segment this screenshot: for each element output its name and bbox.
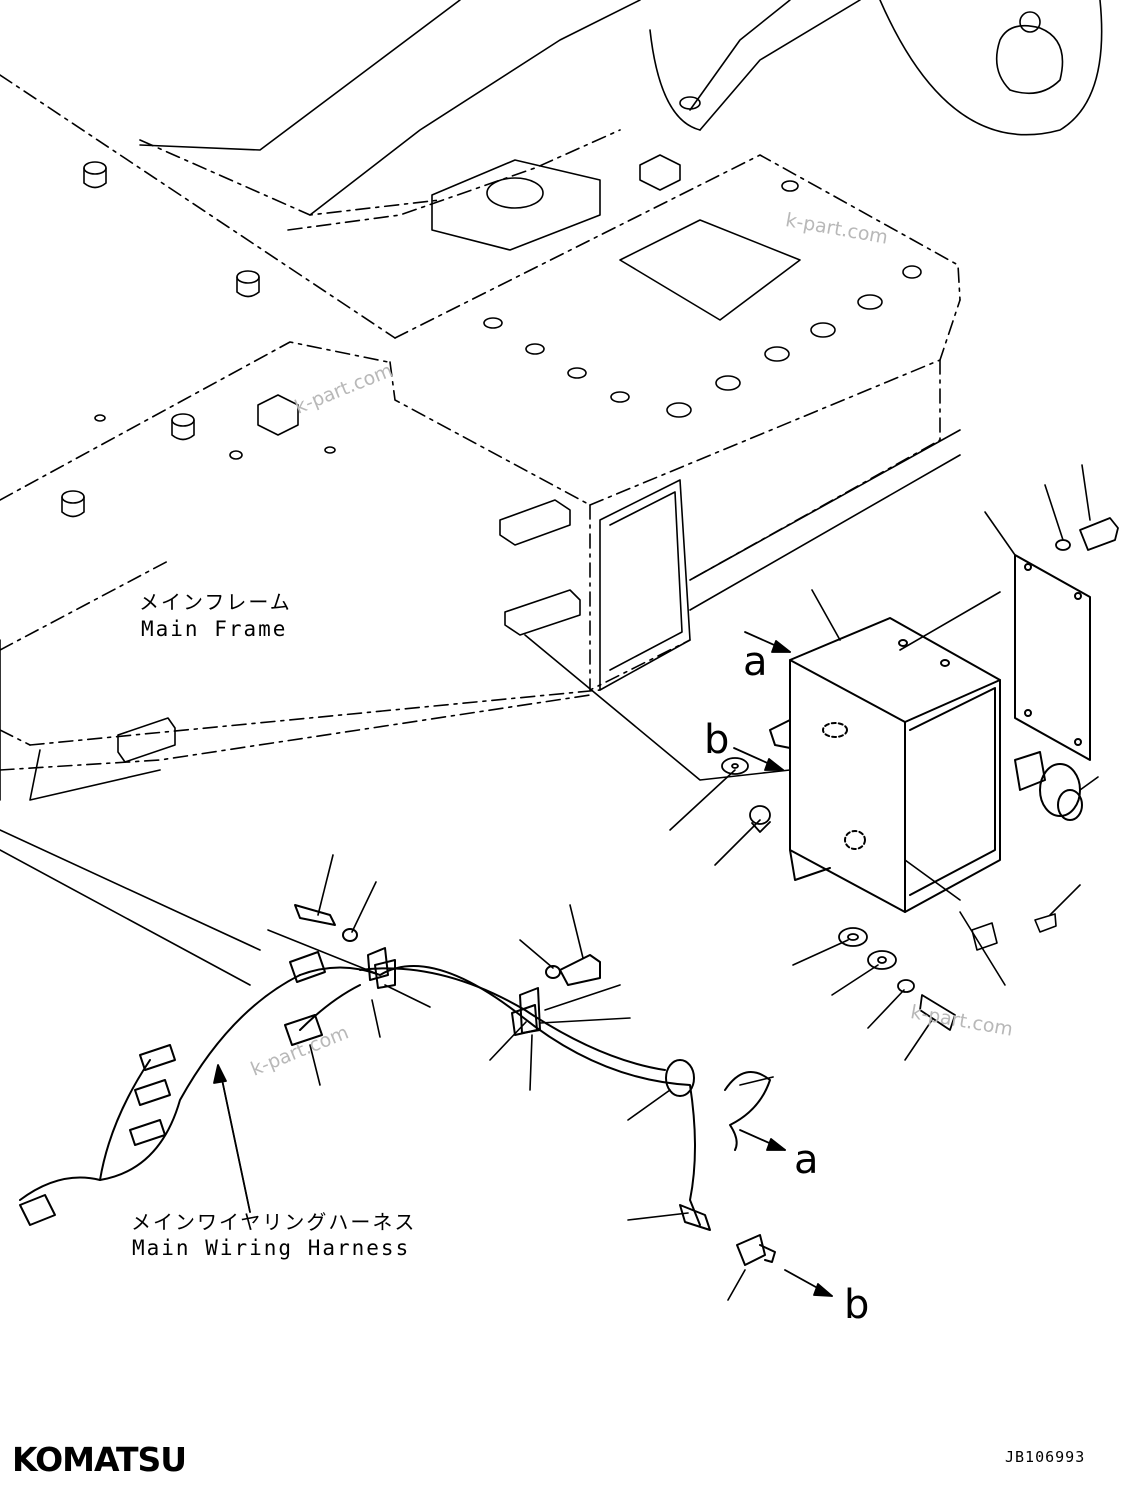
label-plate xyxy=(971,922,998,951)
main-frame-outline xyxy=(0,74,961,771)
callout-a-box: a xyxy=(743,639,768,685)
frame-bosses xyxy=(61,11,1064,763)
main-frame-label-jp: メインフレーム xyxy=(139,590,292,614)
switch-box xyxy=(769,617,1001,913)
harness-label-jp: メインワイヤリングハーネス xyxy=(131,1210,417,1234)
komatsu-logo: KOMATSU xyxy=(12,1440,187,1479)
frame-holes xyxy=(94,180,922,460)
document-id: JB106993 xyxy=(1005,1448,1086,1466)
arrows xyxy=(213,631,833,1297)
callout-b-switch: b xyxy=(844,1282,870,1328)
leader-lines xyxy=(219,464,1099,1301)
toggle-switch xyxy=(736,1234,776,1266)
box-cover-plate xyxy=(1014,554,1091,761)
washers-hardware xyxy=(721,757,956,1031)
harness-label-en: Main Wiring Harness xyxy=(132,1236,411,1260)
cover-bolt xyxy=(1055,517,1119,551)
callout-b-box: b xyxy=(704,717,730,763)
callout-a-harness: a xyxy=(794,1137,819,1183)
frame-solid-edges xyxy=(0,0,1103,986)
small-screw xyxy=(1034,913,1057,933)
buzzer-component xyxy=(1014,751,1083,821)
main-frame-label-en: Main Frame xyxy=(141,617,288,641)
wiring-harness xyxy=(19,904,771,1231)
